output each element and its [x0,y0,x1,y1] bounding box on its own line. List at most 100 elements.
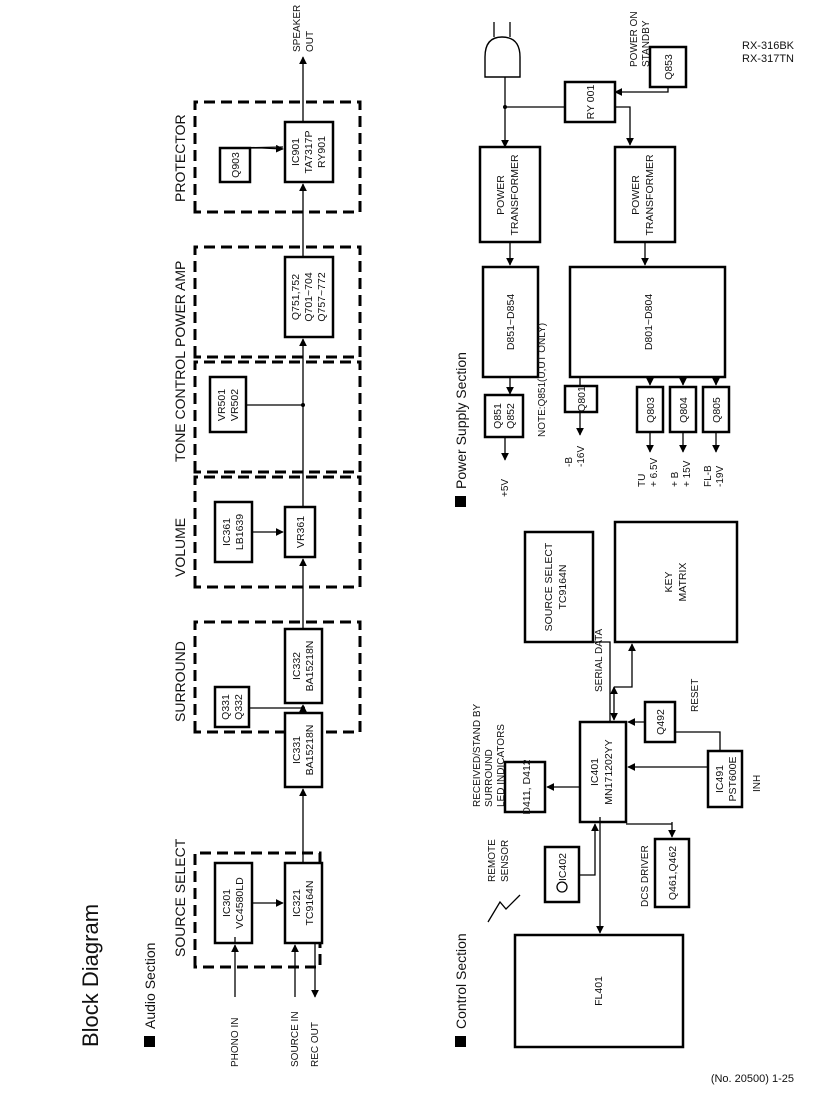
model-numbers: RX-316BK RX-317TN [742,40,794,66]
model-number-1: RX-316BK [742,40,794,52]
tone-control-label: TONE CONTROL [172,351,188,462]
q903-line-1: Q903 [230,152,242,178]
model-number-2: RX-317TN [742,53,794,65]
speaker-out-label-2: OUT [305,31,316,52]
sensor-eye-icon [556,881,568,893]
volume-label: VOLUME [172,518,188,577]
d851-line-1: D851~D854 [505,294,517,350]
fl401-line-1: FL401 [593,976,605,1006]
d801-line-1: D801~D804 [643,294,655,350]
q805-line-1: Q805 [711,397,723,423]
q903-to-ic901 [235,144,284,153]
remote-sensor-label-2: SENSOR [500,840,511,882]
to-key-matrix [614,643,636,688]
rec-out-label: REC OUT [310,1022,321,1067]
q851-line-1: Q851 [492,403,504,429]
q461-block [653,837,691,909]
pt2-line-2: TRANSFORMER [644,154,656,236]
serial-data-line [593,641,611,722]
volume-group [193,475,362,589]
ic332-line-2: BA15218N [304,641,316,692]
ic402-to-ic401 [579,823,599,876]
tu-label-2: + 6.5V [649,457,660,487]
ic301-line-2: VC4580LD [234,877,246,929]
ic901-line-1: IC901 [290,138,302,166]
key-matrix-line-2: MATRIX [677,563,689,602]
rotated-diagram: Block Diagram Audio Section Control Sect… [78,5,763,1067]
ic401-line-1: IC401 [589,758,601,786]
fl401-block [513,933,685,1049]
source-select-ctrl-line-2: TC9164N [557,565,569,610]
q751-line-3: Q757~772 [316,272,328,321]
v5-label: +5V [500,479,511,497]
ac-node [503,105,507,109]
source-select-label: SOURCE SELECT [172,838,188,957]
ic321-line-1: IC321 [291,889,303,917]
pt1-line-1: POWER [495,175,507,215]
plus-b-label-2: + 15V [682,460,693,487]
vr361-block [283,505,317,559]
protector-group [193,100,362,214]
control-bullet [455,1036,466,1047]
q751-line-2: Q701~704 [303,272,315,321]
q853-to-ry001 [614,87,669,96]
diagram-title: Block Diagram [78,904,103,1047]
q331-line-2: Q332 [233,694,245,720]
power-bullet [455,496,466,507]
remote-sensor-label-1: REMOTE [487,839,498,882]
ic901-line-3: RY901 [316,136,328,168]
power-amp-label: POWER AMP [172,261,188,347]
vr501-line-1: VR501 [216,389,228,421]
power-section-title: Power Supply Section [453,352,469,489]
reset-label: RESET [690,679,701,712]
d411-line-1: D411, D412 [521,759,533,814]
pt2-line-1: POWER [630,175,642,215]
q331-block [213,685,251,729]
ic401-line-2: MN171202YY [603,739,615,804]
power-on-label-2: STANDBY [641,20,652,67]
led-label-3: LED INDICATORS [496,724,507,807]
source-select-ctrl-block [523,530,595,644]
ic491-block [706,749,744,809]
ic321-line-2: TC9164N [304,881,316,926]
dcs-driver-label: DCS DRIVER [640,845,651,907]
ic331-line-2: BA15218N [304,725,316,776]
plus-b-label-1: + B [670,471,681,487]
remote-signal-icon [487,894,521,923]
ic901-line-2: TA7317P [303,131,315,174]
ry001-block [563,80,617,124]
q853-line-1: Q853 [663,54,675,80]
q801-block [563,384,599,414]
inh-label: INH [752,775,763,792]
q851-block [483,393,525,439]
tone-control-group [193,360,362,474]
vr501-line-2: VR502 [229,389,241,421]
power-amp-group [193,245,362,359]
fl-b-label-1: FL-B [703,465,714,487]
surround-group [193,620,362,734]
q751-line-1: Q751,752 [290,274,302,320]
control-section-title: Control Section [453,933,469,1029]
ry001-line-1: RY 001 [585,85,597,120]
power-note: NOTE:Q851(U,UT ONLY) [537,323,548,437]
audio-section-title: Audio Section [142,943,158,1029]
protector-label: PROTECTOR [172,114,188,202]
ic901-block [283,120,335,184]
tone-node [301,403,305,407]
ic301-line-1: IC301 [221,889,233,917]
led-label-1: RECEIVED/STAND BY [472,704,483,807]
q331-node [301,706,305,710]
vr361-line-1: VR361 [295,516,307,548]
ic331-line-1: IC331 [291,736,303,764]
key-matrix-block [613,520,739,644]
page-number: (No. 20500) 1-25 [710,1073,794,1085]
q751-block [283,255,335,339]
serial-data-label: SERIAL DATA [594,629,605,692]
power-on-label-1: POWER ON [629,11,640,67]
speaker-out-label-1: SPEAKER [292,5,303,52]
led-label-2: SURROUND [484,749,495,807]
q331-line-1: Q331 [220,694,232,720]
key-matrix-line-1: KEY [663,571,675,592]
source-select-ctrl-line-1: SOURCE SELECT [543,542,555,631]
d411-block [503,760,547,814]
